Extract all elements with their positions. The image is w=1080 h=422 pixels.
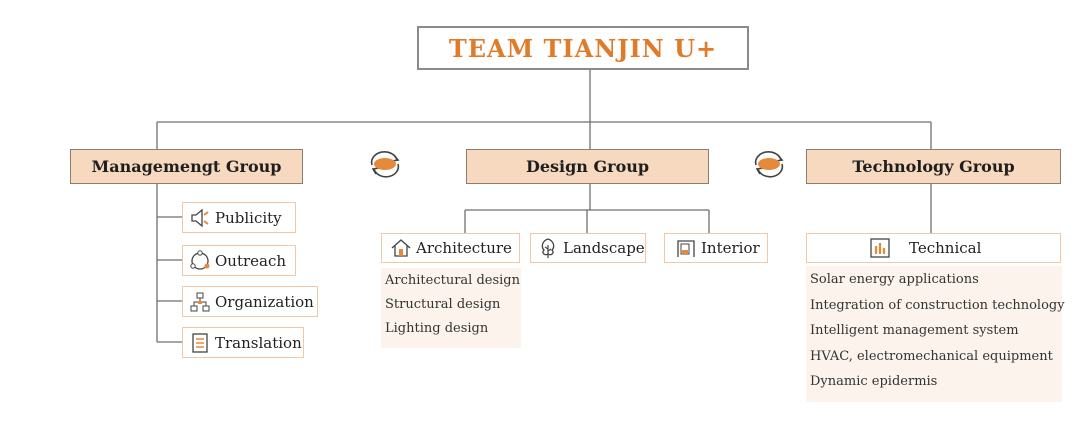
technology-item-technical: Technical	[806, 233, 1061, 263]
item-label: Interior	[701, 239, 760, 257]
cycle-arrows-icon	[750, 148, 788, 180]
design-item-landscape: Landscape	[530, 233, 646, 263]
item-label: Publicity	[215, 208, 282, 227]
equalizer-icon	[869, 237, 891, 259]
item-label: Translation	[215, 333, 302, 352]
item-label: Technical	[909, 239, 982, 257]
architecture-details: Architectural design Structural design L…	[381, 268, 521, 348]
design-group-label: Design Group	[525, 157, 650, 176]
document-icon	[189, 332, 211, 354]
technology-group-label: Technology Group	[852, 157, 1015, 176]
design-item-interior: Interior	[664, 233, 768, 263]
team-title: TEAM TIANJIN U+	[417, 26, 749, 70]
detail-item: Integration of construction technology	[810, 297, 1065, 313]
megaphone-icon	[189, 207, 211, 229]
technical-details: Solar energy applications Integration of…	[806, 266, 1065, 402]
item-label: Organization	[215, 292, 314, 311]
design-group-box: Design Group	[466, 149, 709, 184]
network-circle-icon	[189, 249, 211, 272]
management-item-publicity: Publicity	[182, 202, 296, 233]
item-label: Landscape	[563, 239, 645, 257]
item-label: Architecture	[416, 239, 512, 257]
house-icon	[390, 237, 412, 259]
management-group-label: Managemengt Group	[91, 157, 282, 176]
detail-item: Architectural design	[385, 273, 521, 288]
detail-item: Solar energy applications	[810, 272, 979, 287]
management-group-box: Managemengt Group	[70, 149, 303, 184]
cycle-arrows-icon	[366, 148, 404, 180]
room-icon	[675, 237, 697, 259]
management-item-outreach: Outreach	[182, 245, 296, 276]
tree-icon	[537, 237, 559, 259]
detail-item: Structural design	[385, 297, 501, 312]
detail-item: Intelligent management system	[810, 323, 1019, 338]
item-label: Outreach	[215, 251, 287, 270]
org-chart-icon	[189, 291, 211, 313]
management-item-organization: Organization	[182, 286, 318, 317]
detail-item: Dynamic epidermis	[810, 374, 938, 389]
detail-item: HVAC, electromechanical equipment	[810, 348, 1053, 364]
management-item-translation: Translation	[182, 327, 304, 358]
design-item-architecture: Architecture	[381, 233, 520, 263]
detail-item: Lighting design	[385, 321, 489, 336]
technology-group-box: Technology Group	[806, 149, 1061, 184]
